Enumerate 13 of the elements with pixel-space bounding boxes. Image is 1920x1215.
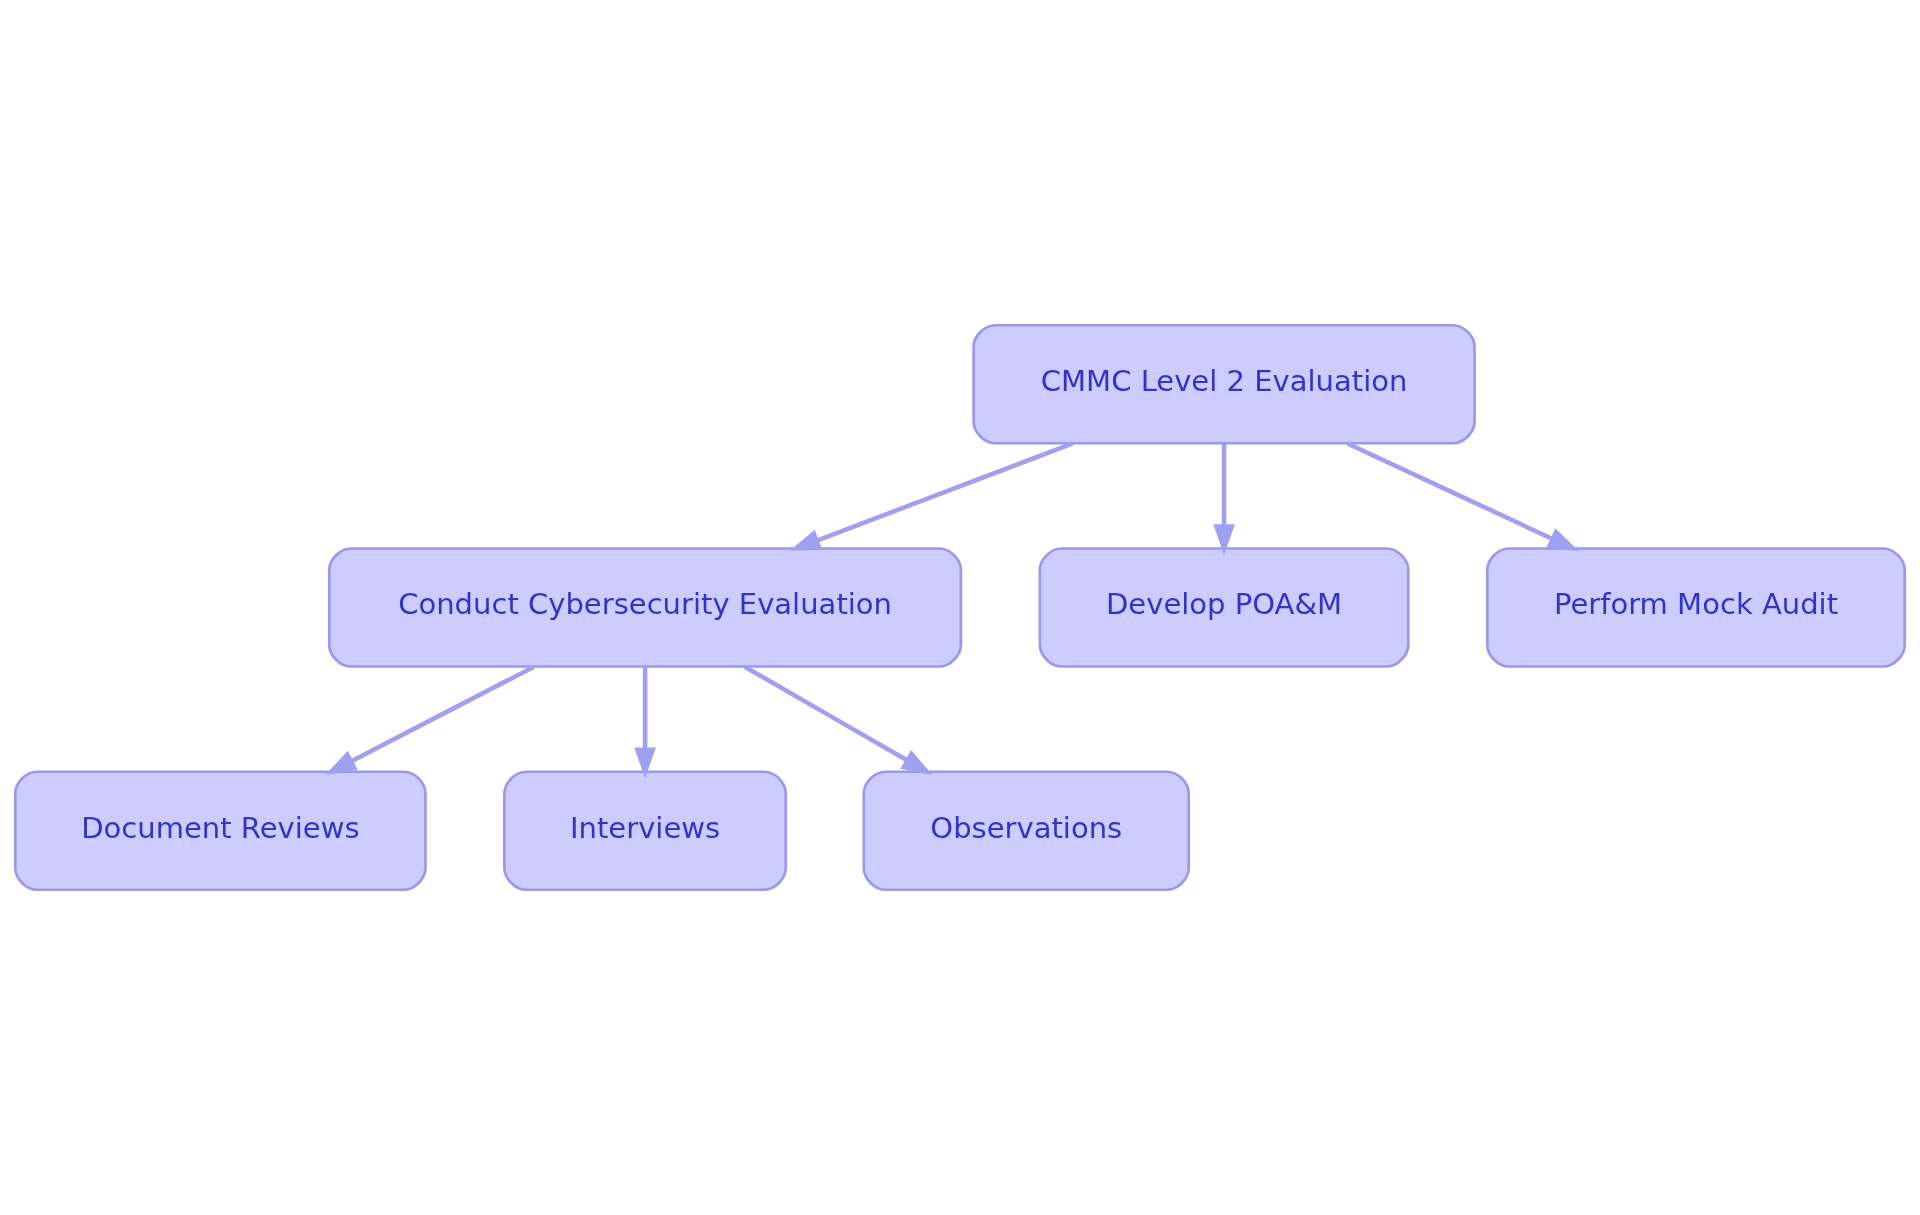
node-box: CMMC Level 2 Evaluation xyxy=(972,323,1476,445)
arrow xyxy=(789,441,1074,551)
node-box: Observations xyxy=(862,770,1191,892)
arrow xyxy=(325,664,536,775)
node-box: Document Reviews xyxy=(13,770,427,892)
arrow xyxy=(1346,441,1579,552)
node-box: Conduct Cybersecurity Evaluation xyxy=(327,547,963,668)
node-box: Perform Mock Audit xyxy=(1485,547,1907,668)
arrow xyxy=(634,667,656,779)
node-box: Interviews xyxy=(503,770,788,892)
arrow xyxy=(743,664,933,775)
node-box: Develop POA&M xyxy=(1038,547,1410,668)
arrow xyxy=(1213,443,1235,556)
